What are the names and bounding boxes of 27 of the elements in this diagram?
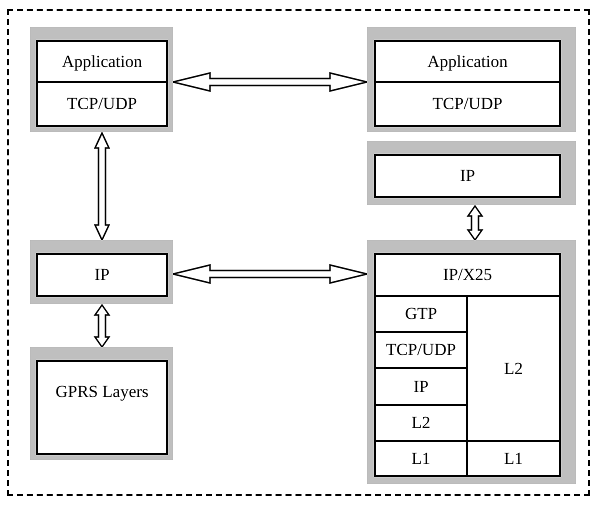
double-arrow	[172, 72, 368, 92]
protocol-layer: TCP/UDP	[374, 331, 468, 369]
protocol-layer: IP	[36, 253, 168, 297]
protocol-layer: Application	[374, 40, 561, 83]
protocol-stack-panel	[30, 347, 173, 460]
protocol-stack-panel	[367, 240, 576, 484]
double-arrow	[94, 304, 110, 348]
protocol-layer: GTP	[374, 295, 468, 333]
double-arrow	[172, 264, 368, 284]
protocol-stack-panel	[30, 27, 173, 132]
protocol-layer: TCP/UDP	[374, 81, 561, 127]
protocol-layer: IP	[374, 367, 468, 406]
dashed-boundary	[7, 9, 590, 496]
protocol-stack-panel	[367, 27, 576, 132]
protocol-layer: L1	[466, 440, 561, 477]
double-arrow	[466, 204, 484, 242]
protocol-layer: Application	[36, 40, 168, 83]
double-arrow	[94, 131, 110, 242]
protocol-layer: IP/X25	[374, 253, 561, 297]
protocol-stack-panel	[30, 240, 173, 304]
protocol-layer: L2	[374, 404, 468, 442]
protocol-layer: IP	[374, 154, 561, 198]
protocol-stack-panel	[367, 141, 576, 205]
protocol-layer: TCP/UDP	[36, 81, 168, 127]
protocol-layer: L2	[466, 295, 561, 442]
protocol-layer: L1	[374, 440, 468, 477]
protocol-layer: GPRS Layers	[36, 360, 168, 455]
